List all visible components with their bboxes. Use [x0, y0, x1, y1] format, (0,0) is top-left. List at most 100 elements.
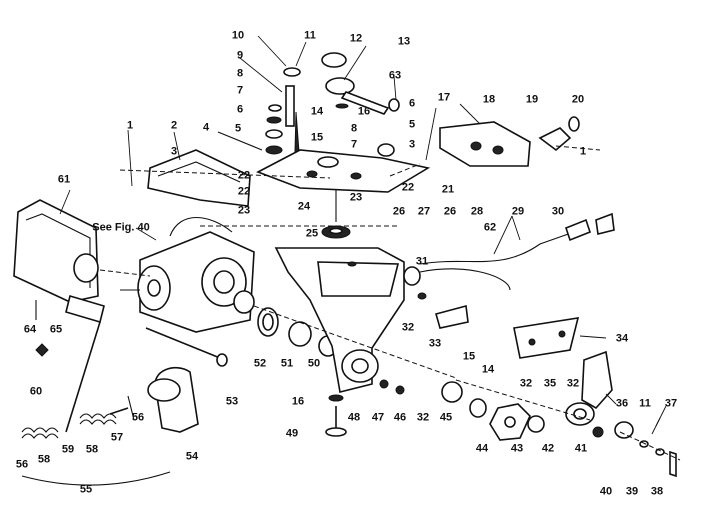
callout-51: 51 — [280, 357, 294, 370]
bolt-49-drawing — [325, 394, 347, 437]
callout-5: 5 — [234, 122, 242, 135]
callout-5b: 5 — [408, 118, 416, 131]
callout-4: 4 — [202, 121, 210, 134]
callout-33: 33 — [428, 337, 442, 350]
small-parts-drawing — [403, 266, 469, 329]
gear-drawing — [321, 225, 351, 239]
callout-26b: 26 — [443, 205, 457, 218]
leader-lines — [59, 35, 667, 435]
left-case-drawing — [147, 149, 251, 207]
callout-60: 60 — [29, 385, 43, 398]
callout-34: 34 — [615, 332, 629, 345]
callout-22-second: 22 — [237, 185, 251, 198]
callout-14: 14 — [310, 105, 324, 118]
callout-58b: 58 — [37, 453, 51, 466]
callout-41: 41 — [574, 442, 588, 455]
springs-drawing — [21, 395, 171, 486]
callout-35: 35 — [543, 377, 557, 390]
callout-11: 11 — [304, 29, 316, 42]
callout-56: 56 — [131, 411, 145, 424]
callout-30: 30 — [551, 205, 565, 218]
callout-20: 20 — [571, 93, 585, 106]
centre-lines — [99, 145, 681, 461]
callout-23b: 23 — [349, 191, 363, 204]
callout-65: 65 — [49, 323, 63, 336]
linkage-drawing — [35, 294, 105, 433]
callout-16b: 16 — [291, 395, 305, 408]
callout-32d: 32 — [416, 411, 430, 424]
callout-37: 37 — [664, 397, 678, 410]
callout-54: 54 — [185, 450, 199, 463]
callout-63: 63 — [388, 69, 402, 82]
callout-57: 57 — [110, 431, 124, 444]
callout-58: 58 — [85, 443, 99, 456]
callout-23: 23 — [237, 204, 251, 217]
lever-knob-drawing — [321, 52, 400, 115]
callout-36: 36 — [615, 397, 629, 410]
callout-11b: 11 — [639, 397, 651, 410]
callout-44: 44 — [475, 442, 489, 455]
callout-6: 6 — [236, 103, 244, 116]
callout-61: 61 — [57, 173, 71, 186]
callout-6b: 6 — [408, 97, 416, 110]
cord-drawing — [419, 212, 615, 291]
callout-27: 27 — [417, 205, 431, 218]
callout-31: 31 — [415, 255, 429, 268]
callout-24: 24 — [297, 200, 311, 213]
callout-14b: 14 — [481, 363, 495, 376]
callout-21: 21 — [441, 183, 455, 196]
callout-7b: 7 — [350, 138, 358, 151]
callout-52: 52 — [253, 357, 267, 370]
callout-18: 18 — [482, 93, 496, 106]
callout-32c: 32 — [566, 377, 580, 390]
callout-8b: 8 — [350, 122, 358, 135]
elbow-drawing — [147, 366, 199, 433]
callout-46: 46 — [393, 411, 407, 424]
callout-62: 62 — [483, 221, 497, 234]
callout-2: 2 — [170, 119, 178, 132]
callout-50: 50 — [307, 357, 321, 370]
callout-13: 13 — [397, 35, 411, 48]
callout-25: 25 — [305, 227, 319, 240]
gearbox-drawing — [120, 216, 255, 333]
callout-64: 64 — [23, 323, 37, 336]
bolt-drawing — [217, 131, 263, 151]
callout-39: 39 — [625, 485, 639, 498]
top-plate-drawing — [256, 143, 431, 222]
callout-47: 47 — [371, 411, 385, 424]
callout-49: 49 — [285, 427, 299, 440]
shaft-stack-drawing — [265, 67, 301, 155]
callout-8: 8 — [236, 67, 244, 80]
callout-10: 10 — [231, 29, 245, 42]
callout-15b: 15 — [462, 350, 476, 363]
callout-19: 19 — [525, 93, 539, 106]
callout-3b: 3 — [408, 138, 416, 151]
callout-12: 12 — [349, 32, 363, 45]
callout-3: 3 — [170, 145, 178, 158]
callout-29: 29 — [511, 205, 525, 218]
callout-48: 48 — [347, 411, 361, 424]
callout-7: 7 — [236, 84, 244, 97]
knob-drawing — [538, 116, 580, 152]
callout-22: 22 — [237, 169, 251, 182]
long-bolt-drawing — [145, 327, 228, 367]
callout-42: 42 — [541, 442, 555, 455]
motor-housing-drawing — [13, 199, 99, 303]
callout-43: 43 — [510, 442, 524, 455]
callout-40: 40 — [599, 485, 613, 498]
callout-55: 55 — [79, 483, 93, 496]
callout-9: 9 — [236, 49, 244, 62]
callout-1b: 1 — [579, 145, 587, 158]
callout-56b: 56 — [15, 458, 29, 471]
hardware-drawing — [592, 421, 677, 478]
callout-32b: 32 — [519, 377, 533, 390]
callout-17: 17 — [437, 91, 451, 104]
plate-drawing — [513, 317, 580, 359]
main-housing-drawing — [274, 247, 405, 393]
callout-16: 16 — [357, 105, 371, 118]
callout-45: 45 — [439, 411, 453, 424]
callout-32: 32 — [401, 321, 415, 334]
callout-38: 38 — [650, 485, 664, 498]
